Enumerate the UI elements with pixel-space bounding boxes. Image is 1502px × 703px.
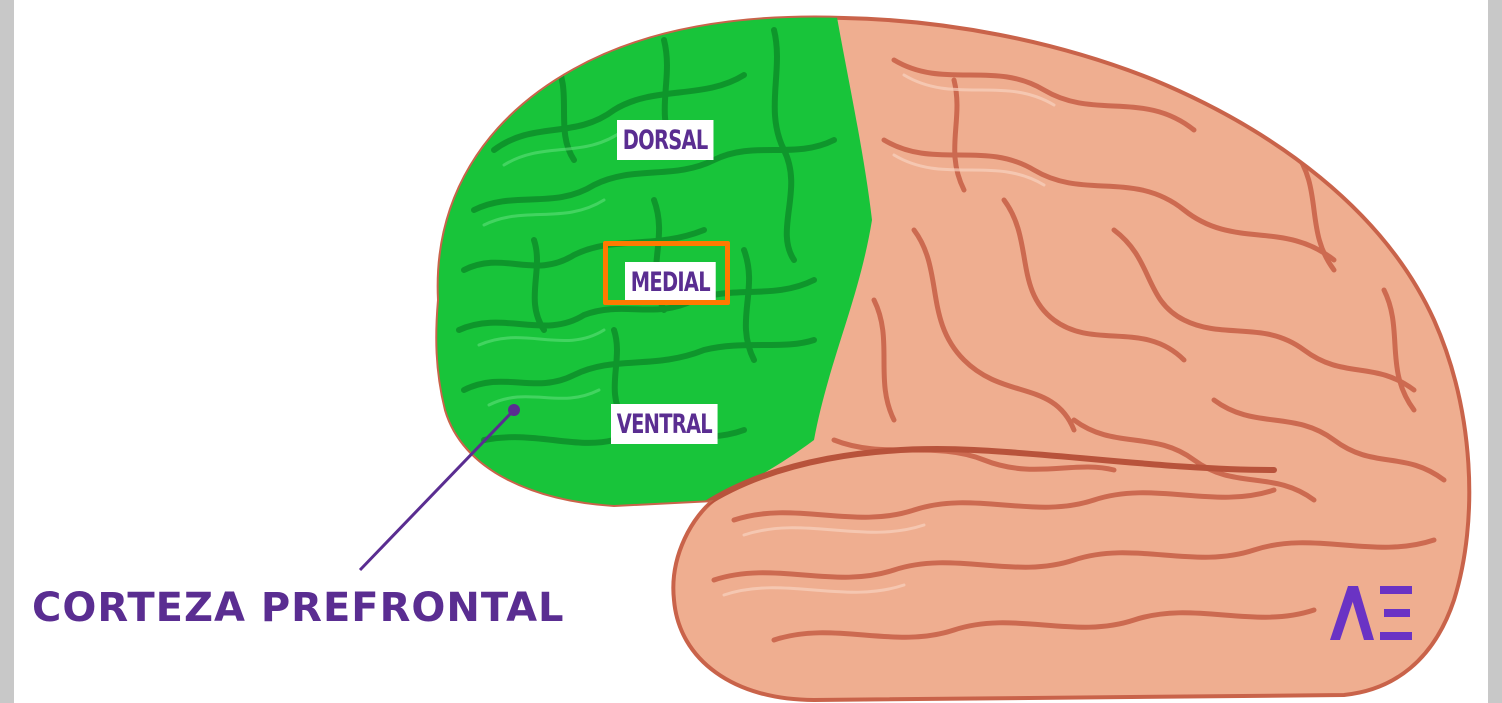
- pointer-dot: [508, 404, 520, 416]
- diagram-canvas: DORSAL MEDIAL VENTRAL CORTEZA PREFRONTAL: [14, 0, 1488, 703]
- highlight-box: [603, 241, 730, 305]
- region-label-dorsal: DORSAL: [617, 120, 713, 160]
- pointer-line: [360, 410, 514, 570]
- caption-title: CORTEZA PREFRONTAL: [32, 585, 565, 631]
- region-label-ventral: VENTRAL: [611, 404, 718, 444]
- ae-logo-icon: [1326, 578, 1416, 644]
- right-frame: [1488, 0, 1502, 703]
